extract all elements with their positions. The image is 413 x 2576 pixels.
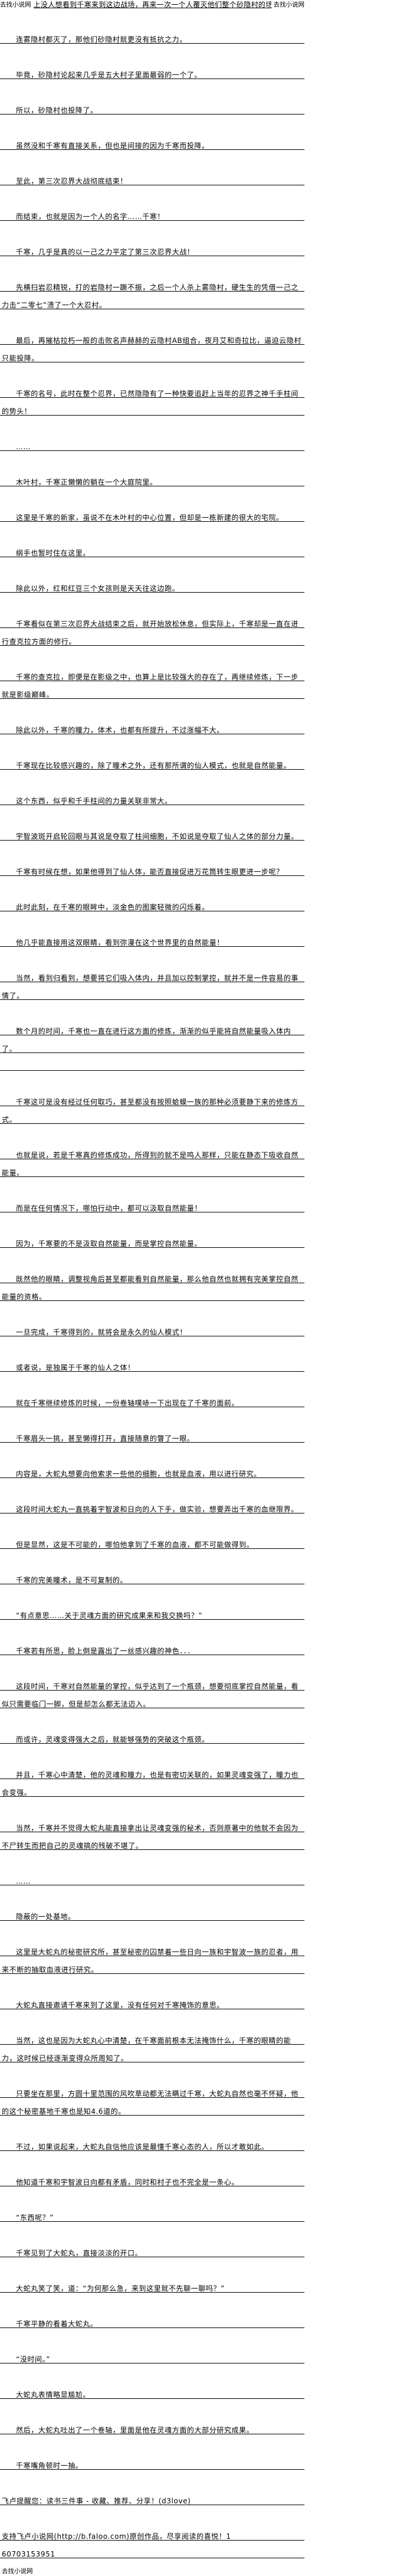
paragraph: 但是显然，这是不可能的，哪怕他拿到了千寒的血液，都不可能做得到。 [0,1536,304,1554]
paragraph: 千寒平静的看着大蛇丸。 [0,2315,304,2333]
footer-reminder: 飞卢提醒您：读书三件事 - 收藏、推荐、分享！(d3love) [0,2492,304,2510]
paragraph: 一旦完成，千寒得到的，就将会是永久的仙人模式！ [0,1323,304,1341]
paragraph: 千寒眉头一挑，甚至懒得打开，直接随意的瞥了一眼。 [0,1430,304,1447]
page-header: 去找小说网 上没人想看到千寒来到这边战场，再来一次一个人覆灭他们整个砂隐村的场面… [0,0,304,13]
paragraph: 至此，第三次忍界大战彻底结束！ [0,172,304,190]
paragraph: 就在千寒继续修炼的时候，一份卷轴噗哧一下出现在了千寒的面前。 [0,1394,304,1412]
paragraph: 千寒有时候在想，如果他得到了仙人体，能否直接促进万花筒转生眼更进一步呢？ [0,863,304,881]
paragraph: 这段时间大蛇丸一直挑着宇智波和日向的人下手，做实验，想要弄出千寒的血继限界。 [0,1501,304,1518]
paragraph: 内容是，大蛇丸想要向他索求一些他的细胞，也就是血液，用以进行研究。 [0,1465,304,1483]
paragraph: 千寒这可是没有经过任何取巧，甚至都没有按照蛤蟆一族的那种必须要静下来的修炼方式。 [0,1093,304,1129]
paragraph: “有点意思……关于灵魂方面的研究成果来和我交换吗？” [0,1607,304,1624]
paragraph: “东西呢？” [0,2209,304,2227]
paragraph: 千寒见到了大蛇丸，直接淡淡的开口。 [0,2244,304,2262]
paragraph: 而或许，灵魂变得强大之后，就能够强势的突破这个瓶颈。 [0,1731,304,1748]
paragraph: 木叶村，千寒正懒懒的躺在一个大庭院里。 [0,473,304,491]
paragraph: 纲手也暂时住在这里。 [0,544,304,562]
paragraph: 千寒，几乎是真的以一己之力平定了第三次忍界大战！ [0,243,304,261]
paragraph: 除此以外，红和红豆三个女孩则是天天往这边跑。 [0,580,304,597]
paragraph: 所以，砂隐村也投降了。 [0,102,304,119]
paragraph: 而结束，也就是因为一个人的名字……千寒！ [0,208,304,225]
paragraph: 千寒嘴角顿时一抽。 [0,2457,304,2474]
paragraph: …… [0,1872,304,1890]
paragraph: 千寒的名号，此时在整个忍界，已然隐隐有了一种快要追赶上当年的忍界之神千手柱间的势… [0,385,304,420]
paragraph: 只要坐在那里，方圆十里范围的风吹草动都无法瞒过千寒，大蛇丸自然也毫不怀疑，他的这… [0,2085,304,2120]
paragraph: 此时此刻，在千寒的眼眸中，淡金色的图案轻微的闪烁着。 [0,898,304,916]
footer-support-link[interactable]: 支持飞卢小说网(http://b.faloo.com)原创作品，尽享阅读的喜悦！… [0,2528,304,2563]
paragraph: 并且，千寒心中清楚，他的灵魂和瞳力，也是有密切关联的，如果灵魂变强了，瞳力也会变… [0,1766,304,1802]
paragraph: 既然他的眼睛，调整视角后甚至都能看到自然能量，那么他自然也就拥有完美掌控自然能量… [0,1270,304,1306]
paragraph: 这段时间，千寒对自然能量的掌控，似乎达到了一个瓶颈，想要彻底掌控自然能量，看似只… [0,1678,304,1713]
site-name-right: 去找小说网 [273,1,305,8]
paragraph: 宇智波斑开启轮回眼与其说是夺取了柱间细胞，不如说是夺取了仙人之体的部分力量。 [0,828,304,845]
paragraph: 他知道千寒和宇智波日向都有矛盾，同时和村子也不完全是一条心。 [0,2173,304,2191]
paragraph: 数个月的时间，千寒也一直在进行这方面的修炼，渐渐的似乎能将自然能量吸入体内了。 [0,1022,304,1075]
chapter-page: 去找小说网 上没人想看到千寒来到这边战场，再来一次一个人覆灭他们整个砂隐村的场面… [0,0,304,2575]
paragraph: 千寒看似在第三次忍界大战结束之后，就开始放松休息，但实际上，千寒却是一直在进行查… [0,615,304,650]
paragraph: …… [0,438,304,456]
paragraph: 而是在任何情况下，哪怕行动中，都可以汲取自然能量！ [0,1199,304,1217]
paragraph: 大蛇丸笑了笑，道：“为何那么急，来到这里就不先聊一聊吗？” [0,2280,304,2297]
paragraph: “没时间。” [0,2351,304,2368]
footer-site-name: 去找小说网 [2,2568,33,2575]
chapter-content: 连雾隐村都灭了，那他们砂隐村就更没有抵抗之力。毕竟，砂隐村论起来几乎是五大村子里… [0,31,304,2474]
paragraph: 毕竟，砂隐村论起来几乎是五大村子里面最弱的一个了。 [0,66,304,84]
paragraph: 大蛇丸表情略显尴尬。 [0,2386,304,2404]
paragraph: 隐蔽的一处基地。 [0,1908,304,1926]
paragraph: 因为，千寒要的不是汲取自然能量，而是掌控自然能量。 [0,1235,304,1253]
paragraph: 或者说，是独属于千寒的仙人之体！ [0,1359,304,1377]
paragraph: 也就是说，若是千寒真的修炼成功，所得到的就不是鸣人那样，只能在静态下吸收自然能量… [0,1146,304,1182]
paragraph: 这里是千寒的新家，虽说不在木叶村的中心位置，但却是一栋新建的很大的宅院。 [0,509,304,527]
paragraph: 这里是大蛇丸的秘密研究所，甚至秘密的囚禁着一些日向一族和宇智波一族的忍者，用来不… [0,1943,304,1979]
paragraph: 当然，这也是因为大蛇丸心中清楚，在千寒面前根本无法掩饰什么，千寒的眼睛的能力，这… [0,2032,304,2067]
paragraph: 千寒的查克拉，即便是在影级之中，也算上是比较强大的存在了，再继续修炼，下一步就是… [0,668,304,704]
paragraph: 连雾隐村都灭了，那他们砂隐村就更没有抵抗之力。 [0,31,304,48]
chapter-teaser-link[interactable]: 上没人想看到千寒来到这边战场，再来一次一个人覆灭他们整个砂隐村的场面 [33,1,271,9]
paragraph: 最后，再摧枯拉朽一般的击败名声赫赫的云隐村AB组合，夜月艾和奇拉比，逼迫云隐村只… [0,332,304,367]
paragraph: 千寒的完美瞳术，是不可复制的。 [0,1571,304,1589]
paragraph: 不过，如果说起来，大蛇丸自信他应该是最懂千寒心态的人，所以才敢如此。 [0,2138,304,2156]
paragraph: 大蛇丸直接邀请千寒来到了这里，没有任何对千寒掩饰的意思。 [0,1996,304,2014]
paragraph: 千寒若有所思，脸上倒是露出了一丝感兴趣的神色．．． [0,1642,304,1660]
paragraph: 当然，看到归看到，想要将它们吸入体内，并且加以控制掌控，就并不是一件容易的事情了… [0,969,304,1005]
paragraph: 千寒现在比较感兴趣的，除了瞳术之外，还有那所谓的仙人模式，也就是自然能量。 [0,757,304,774]
paragraph: 这个东西，似乎和千手柱间的力量关联非常大。 [0,792,304,810]
paragraph: 先横扫岩忍精锐，打的岩隐村一蹶不振，之后一个人杀上雾隐村，硬生生的凭借一己之力击… [0,279,304,314]
site-name-left: 去找小说网 [0,1,31,8]
paragraph: 他几乎能直接用这双眼睛，看到弥漫在这个世界里的自然能量！ [0,934,304,952]
paragraph: 然后，大蛇丸吐出了一个卷轴，里面是他在灵魂方面的大部分研究成果。 [0,2421,304,2439]
paragraph: 除此以外，千寒的瞳力，体术，也都有所提升，不过涨幅不大。 [0,721,304,739]
paragraph: 当然，千寒并不觉得大蛇丸能直接拿出让灵魂变强的秘术，否则原著中的他就不会因为不尸… [0,1819,304,1855]
paragraph: 虽然没和千寒有直接关系，但也是间接的因为千寒而投降。 [0,137,304,155]
